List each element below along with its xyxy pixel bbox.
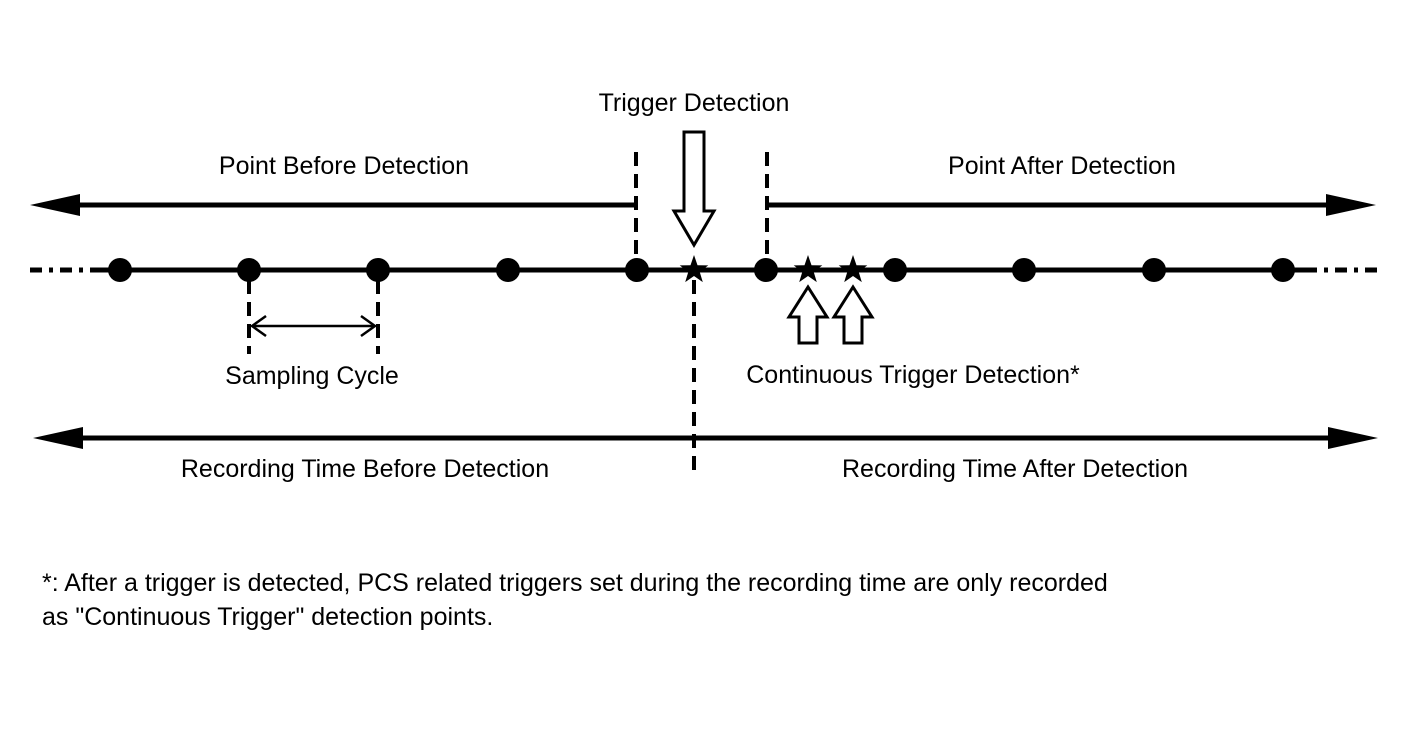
continuous-trigger-star xyxy=(838,255,868,283)
recording-time-arrow xyxy=(33,427,1378,449)
sample-point xyxy=(496,258,520,282)
continuous-trigger-arrow xyxy=(786,284,830,345)
continuous-trigger-arrow xyxy=(831,284,875,345)
sample-point xyxy=(625,258,649,282)
sample-point xyxy=(1012,258,1036,282)
continuous-trigger-star xyxy=(793,255,823,283)
continuous-trigger-label: Continuous Trigger Detection* xyxy=(746,361,1080,389)
footnote-line: as "Continuous Trigger" detection points… xyxy=(42,603,494,631)
sample-point xyxy=(366,258,390,282)
sampling-cycle-arrow xyxy=(249,314,378,338)
sample-point xyxy=(754,258,778,282)
point-after-label: Point After Detection xyxy=(948,152,1176,180)
point-before-label: Point Before Detection xyxy=(219,152,469,180)
footnote-line: *: After a trigger is detected, PCS rela… xyxy=(42,569,1108,597)
sample-points xyxy=(108,258,1295,282)
sample-point xyxy=(237,258,261,282)
sample-point xyxy=(1271,258,1295,282)
trigger-star xyxy=(679,255,709,283)
sample-point xyxy=(1142,258,1166,282)
trigger-detection-arrow xyxy=(671,130,717,248)
sampling-cycle-label: Sampling Cycle xyxy=(225,362,399,390)
sample-point xyxy=(108,258,132,282)
sample-point xyxy=(883,258,907,282)
point-before-arrow xyxy=(30,194,636,216)
trigger-detection-label: Trigger Detection xyxy=(599,89,790,117)
footnote: *: After a trigger is detected, PCS rela… xyxy=(42,566,1372,634)
recording-after-label: Recording Time After Detection xyxy=(842,455,1188,483)
recording-before-label: Recording Time Before Detection xyxy=(181,455,549,483)
point-after-arrow xyxy=(767,194,1376,216)
